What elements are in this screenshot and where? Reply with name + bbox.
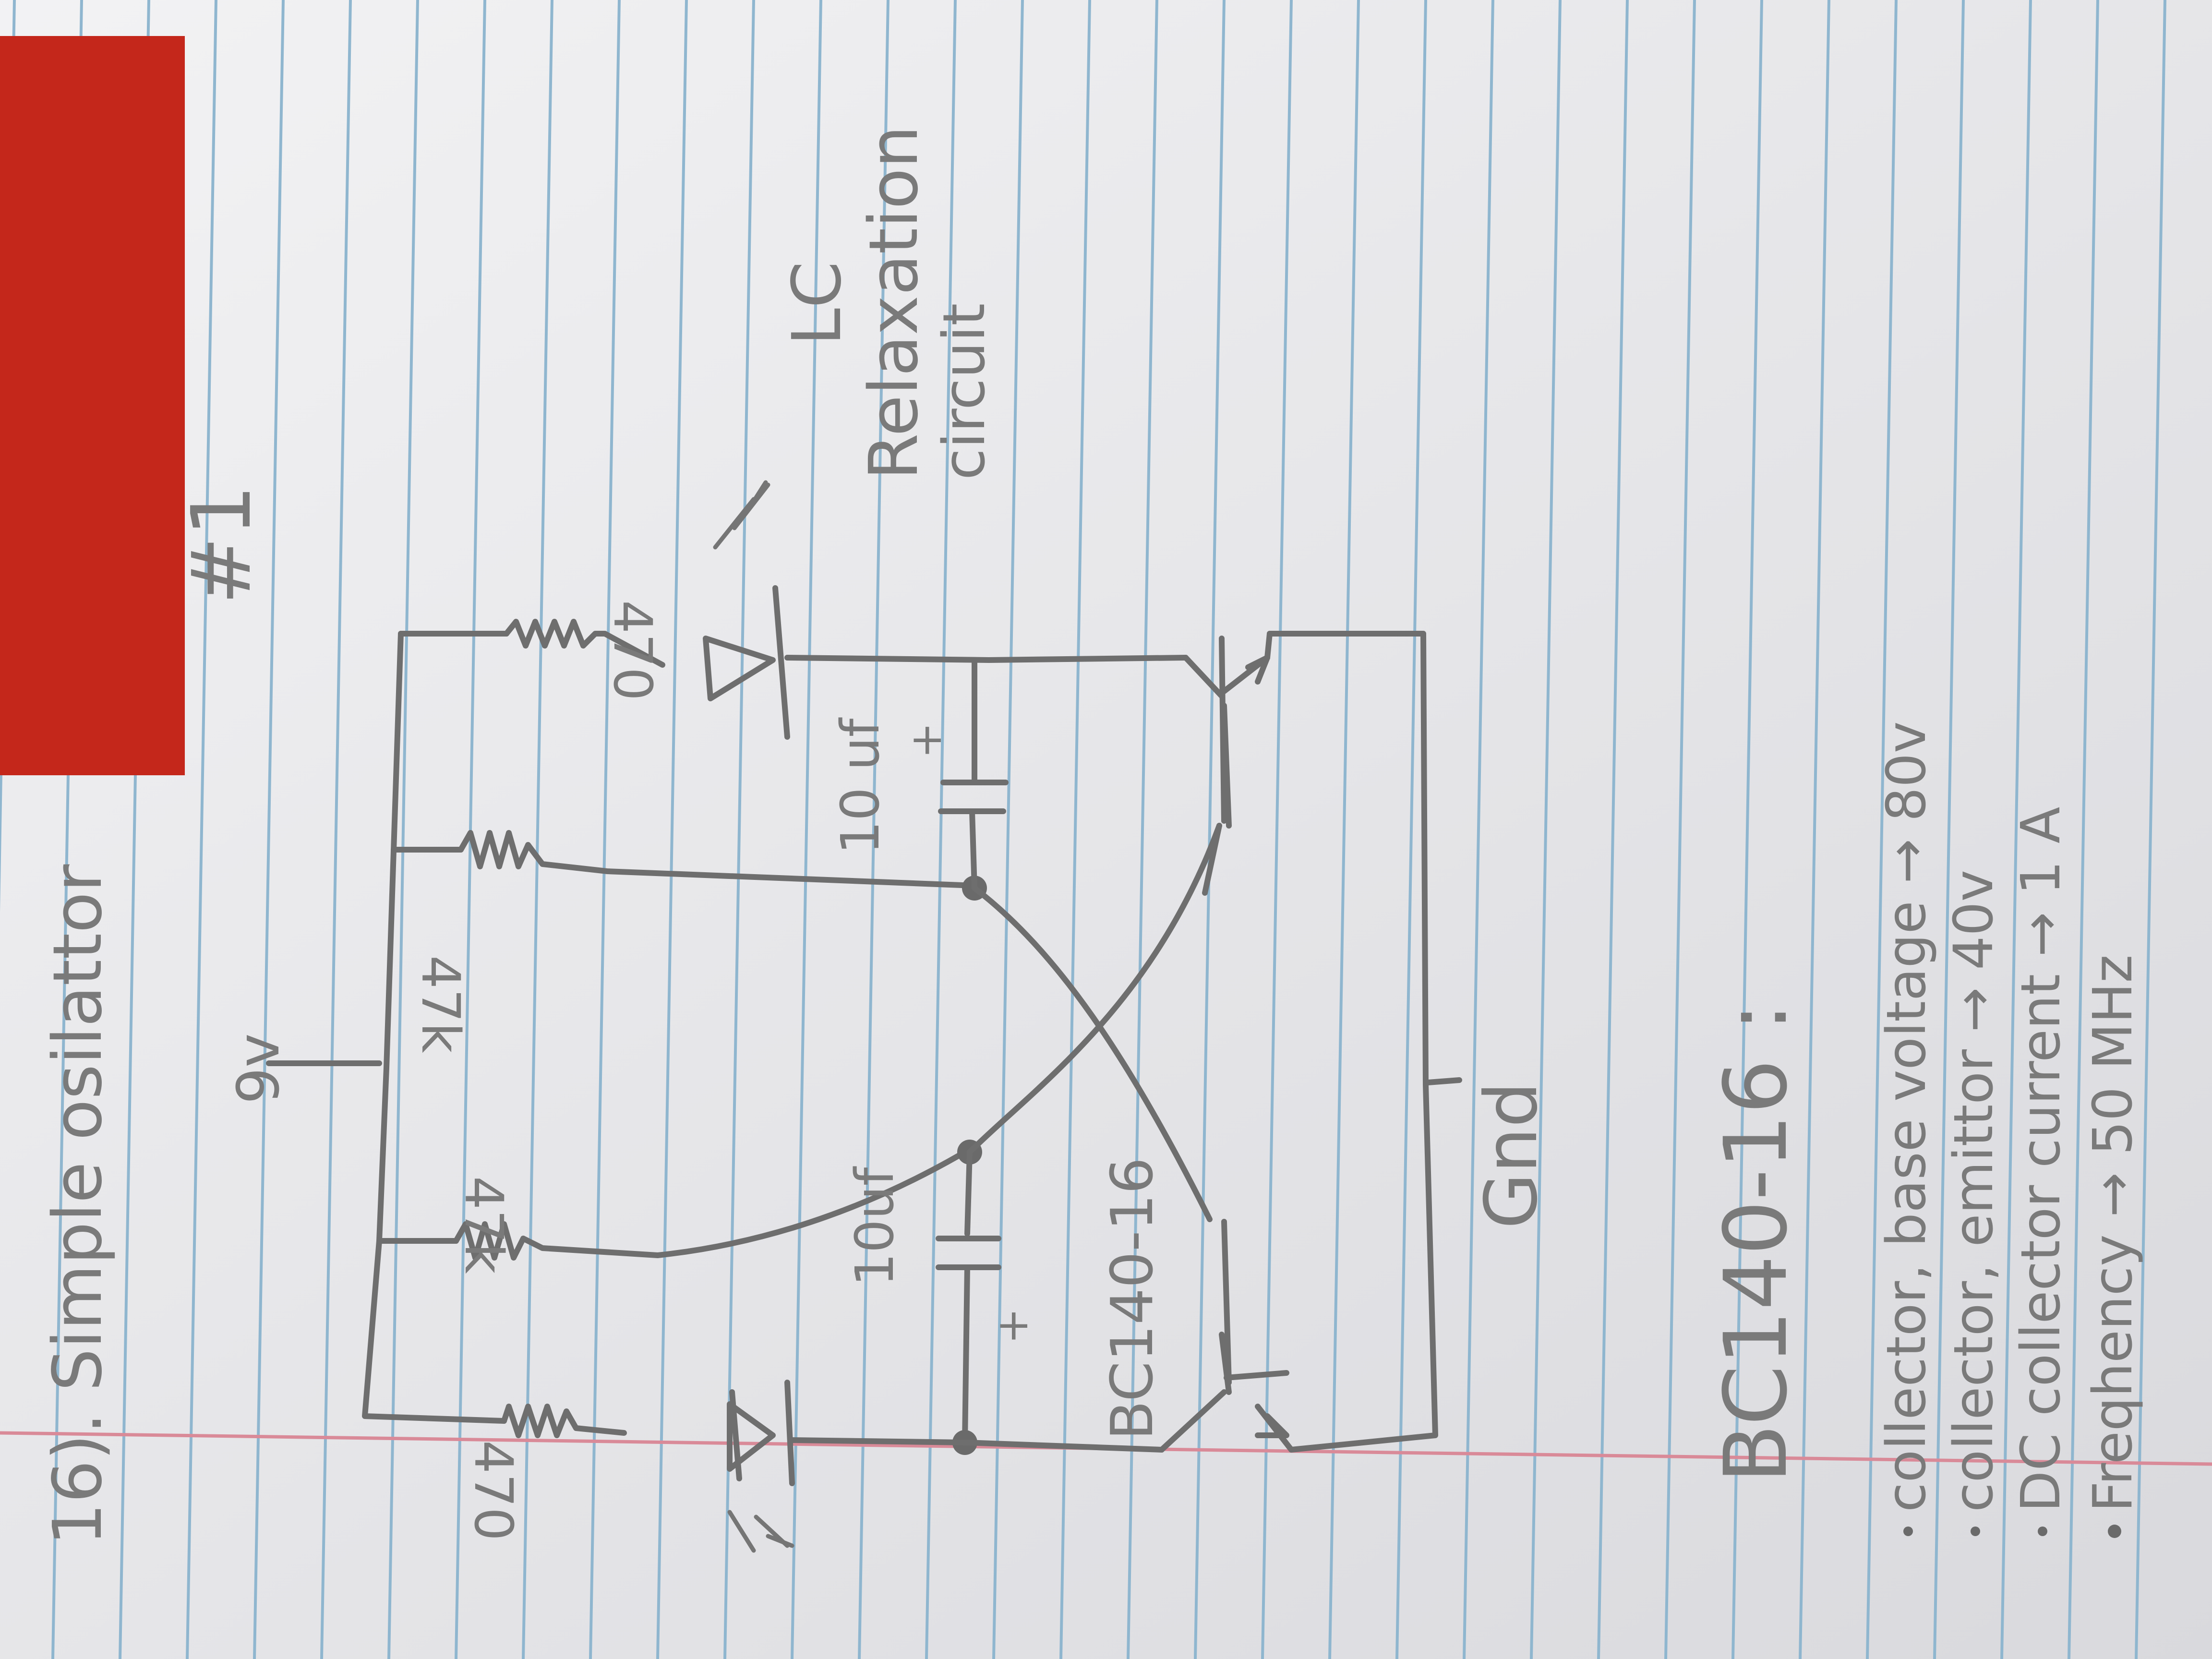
side-note-relaxation: Relaxation	[855, 125, 933, 480]
resistor-470-top-label: 470	[602, 600, 663, 701]
transistor-label: BC140-16	[1099, 1157, 1166, 1440]
ground-label: Gnd	[1470, 1082, 1553, 1229]
ruled-line	[1866, 0, 1898, 1659]
ruled-line	[1933, 0, 1965, 1659]
cross-wire-a	[972, 885, 1213, 1222]
resistor-470-bottom-label: 470	[463, 1440, 524, 1541]
spec-line-1: collector, base voltage → 80v	[1875, 721, 1938, 1512]
led-top	[703, 480, 790, 740]
ruled-line	[1395, 0, 1427, 1659]
capacitor-left	[936, 1149, 1001, 1445]
capacitor-right-plus: +	[901, 722, 951, 758]
ruled-line	[1463, 0, 1494, 1659]
labels: 16). Simple osilattor #1 9v 470 47k 47k …	[39, 125, 2144, 1546]
spec-line-3: DC collector current → 1 A	[2010, 806, 2072, 1512]
ruled-lines	[0, 0, 2166, 1659]
ruled-line	[1328, 0, 1360, 1659]
ground-tap	[1425, 1077, 1462, 1085]
ruled-line	[1194, 0, 1226, 1659]
ruled-line	[589, 0, 621, 1659]
spec-bullets	[1903, 1525, 2121, 1538]
resistor-47k-bottom-label: 47k	[453, 1176, 515, 1274]
ruled-line	[992, 0, 1024, 1659]
side-note-circuit: circuit	[931, 303, 998, 480]
resistor-47k-top	[458, 830, 977, 889]
ruled-line	[320, 0, 352, 1659]
spec-line-4: Freqhency → 50 MHz	[2082, 955, 2144, 1512]
spec-heading: BC140-16 :	[1706, 1003, 1806, 1483]
ruled-line	[186, 0, 217, 1659]
supply-label: 9v	[226, 1034, 292, 1104]
ruled-line	[455, 0, 486, 1659]
ruled-line	[858, 0, 890, 1659]
resistor-470-top	[504, 619, 665, 668]
ruled-line	[1731, 0, 1763, 1659]
page-number: #1	[174, 484, 269, 605]
ruled-line	[2135, 0, 2166, 1659]
ruled-line	[1799, 0, 1830, 1659]
ruled-line	[1664, 0, 1696, 1659]
capacitor-right	[938, 660, 1009, 891]
ruled-line	[2000, 0, 2032, 1659]
resistor-47k-bottom	[453, 1221, 661, 1261]
ruled-line	[1530, 0, 1562, 1659]
resistor-47k-top-label: 47k	[410, 955, 471, 1053]
transistor-top	[1183, 631, 1273, 896]
circuit-schematic	[266, 480, 1462, 1553]
ground-rail	[1267, 631, 1438, 1453]
ruled-line	[925, 0, 957, 1659]
capacitor-left-plus: +	[987, 1308, 1038, 1344]
side-note-lc: LC	[778, 261, 856, 346]
capacitor-right-label: 10 uf	[830, 717, 891, 854]
ruled-line	[1059, 0, 1091, 1659]
ruled-line	[2068, 0, 2099, 1659]
ruled-line	[1127, 0, 1158, 1659]
ruled-line	[1261, 0, 1293, 1659]
transistor-bottom	[1159, 1219, 1294, 1453]
capacitor-left-label: 10uf	[844, 1166, 905, 1286]
spec-line-2: collector, emittor → 40v	[1943, 870, 2005, 1512]
ruled-line	[1597, 0, 1629, 1659]
led-bottom	[727, 1380, 795, 1553]
ruled-line	[387, 0, 419, 1659]
resistor-470-bottom	[501, 1404, 627, 1438]
ruled-line	[723, 0, 755, 1659]
ruled-line	[253, 0, 285, 1659]
title: 16). Simple osilattor	[39, 864, 117, 1546]
ruled-line	[791, 0, 822, 1659]
ruled-line	[656, 0, 688, 1659]
cross-wire-b	[967, 823, 1222, 1155]
ruled-line	[522, 0, 553, 1659]
redaction-block	[0, 36, 185, 775]
